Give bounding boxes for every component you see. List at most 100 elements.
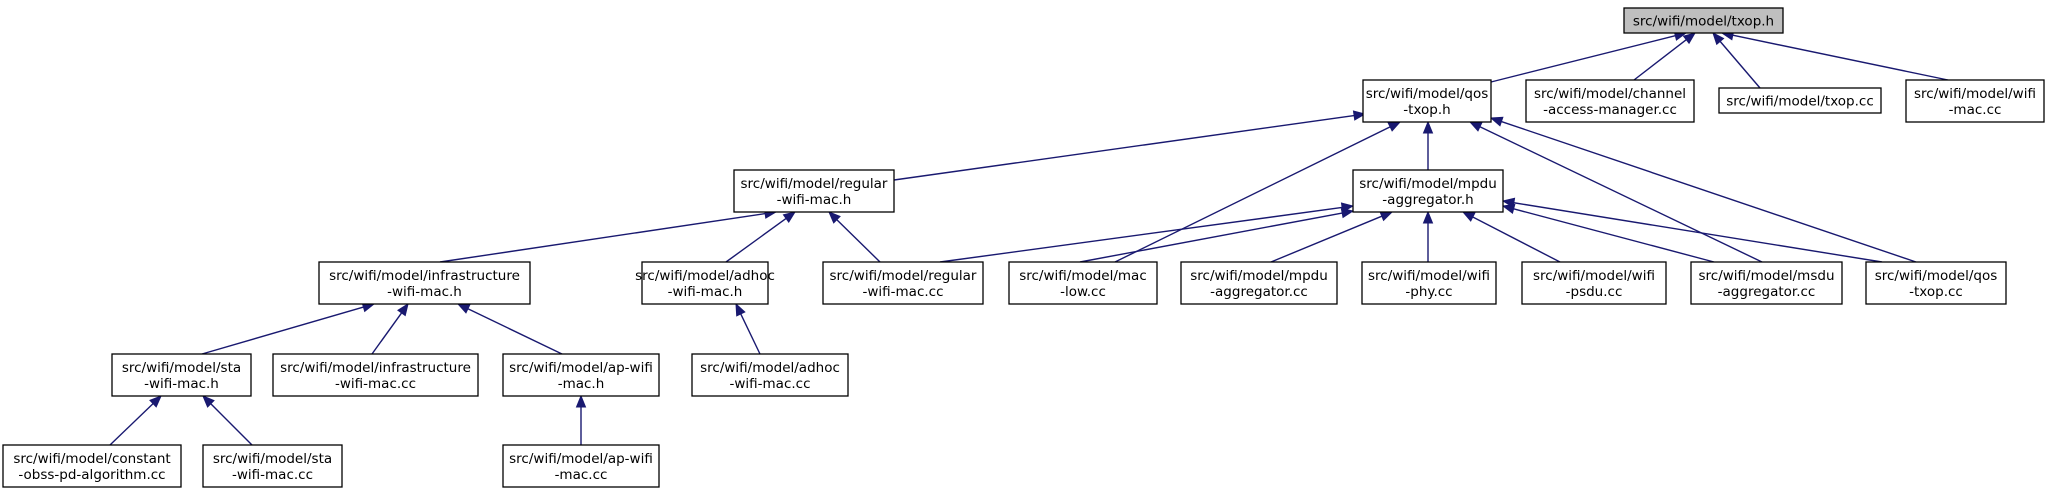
- node-label: src/wifi/model/ap-wifi: [509, 451, 653, 467]
- node-label: -wifi-mac.cc: [862, 284, 943, 300]
- node-box: [1352, 169, 1504, 213]
- node-txop-h[interactable]: src/wifi/model/txop.h: [1623, 7, 1784, 34]
- node-label: src/wifi/model/sta: [213, 451, 332, 467]
- edge-line: [439, 212, 766, 263]
- node-ap-h[interactable]: src/wifi/model/ap-wifi-mac.h: [502, 353, 660, 397]
- edge-sta_h-to-infra_h: [201, 302, 376, 355]
- edge-infra_h-to-regular_h: [439, 208, 778, 263]
- node-label: src/wifi/model/adhoc: [700, 360, 840, 376]
- node-box: [1690, 261, 1843, 305]
- node-wifi-mac-cc[interactable]: src/wifi/model/wifi-mac.cc: [1905, 79, 2045, 123]
- edge-line: [1114, 126, 1391, 263]
- edge-cobss_cc-to-sta_h: [109, 395, 162, 446]
- node-infra-cc[interactable]: src/wifi/model/infrastructure-wifi-mac.c…: [272, 353, 479, 397]
- node-sta-h[interactable]: src/wifi/model/sta-wifi-mac.h: [111, 353, 252, 397]
- node-label: src/wifi/model/channel: [1534, 86, 1686, 102]
- arrowhead-icon: [1501, 197, 1516, 209]
- node-qos-txop-cc[interactable]: src/wifi/model/qos-txop.cc: [1865, 261, 2007, 305]
- edge-line: [1719, 40, 1761, 89]
- node-box: [1718, 87, 1882, 114]
- node-label: -wifi-mac.cc: [729, 376, 810, 392]
- arrowhead-icon: [828, 211, 841, 224]
- edge-line: [371, 312, 403, 355]
- node-label: -txop.h: [1403, 102, 1450, 118]
- node-mpdu-agg-h[interactable]: src/wifi/model/mpdu-aggregator.h: [1352, 169, 1504, 213]
- edge-line: [1270, 215, 1383, 263]
- arrowhead-icon: [397, 302, 409, 317]
- node-mpdu-agg-cc[interactable]: src/wifi/model/mpdu-aggregator.cc: [1180, 261, 1338, 305]
- node-label: src/wifi/model/constant: [13, 451, 170, 467]
- node-box: [1521, 261, 1667, 305]
- node-box: [111, 353, 252, 397]
- node-label: -wifi-mac.h: [668, 284, 743, 300]
- edge-cam_cc-to-txop_h: [1633, 32, 1697, 81]
- node-label: -low.cc: [1060, 284, 1106, 300]
- arrowhead-icon: [1489, 116, 1504, 127]
- node-label: -wifi-mac.h: [144, 376, 219, 392]
- node-sta-cc[interactable]: src/wifi/model/sta-wifi-mac.cc: [202, 444, 343, 488]
- arrowhead-icon: [1461, 211, 1476, 222]
- arrowhead-icon: [1340, 207, 1355, 219]
- node-label: -wifi-mac.h: [387, 284, 462, 300]
- node-box: [641, 261, 769, 305]
- edge-line: [210, 403, 253, 446]
- edge-line: [1501, 120, 1917, 263]
- edge-wifi_psdu_cc-to-mpdu_agg_h: [1461, 211, 1561, 263]
- node-box: [1623, 7, 1784, 34]
- edge-line: [1513, 202, 1883, 263]
- edge-line: [109, 403, 154, 446]
- edge-qos_txop_h-to-txop_h: [1490, 30, 1688, 83]
- edge-ap_cc-to-ap_h: [575, 394, 587, 445]
- node-label: -mac.cc: [555, 467, 608, 483]
- arrowhead-icon: [202, 395, 215, 408]
- node-box: [822, 261, 984, 305]
- arrowhead-icon: [1422, 120, 1434, 134]
- node-qos-txop-h[interactable]: src/wifi/model/qos-txop.h: [1362, 79, 1492, 123]
- arrowhead-icon: [1468, 121, 1483, 132]
- nodes-layer: src/wifi/model/txop.hsrc/wifi/model/qos-…: [2, 7, 2045, 488]
- node-box: [733, 169, 895, 213]
- node-regular-cc[interactable]: src/wifi/model/regular-wifi-mac.cc: [822, 261, 984, 305]
- edge-infra_cc-to-infra_h: [371, 302, 409, 355]
- node-box: [1905, 79, 2045, 123]
- node-infra-h[interactable]: src/wifi/model/infrastructure-wifi-mac.h: [318, 261, 531, 305]
- node-wifi-phy-cc[interactable]: src/wifi/model/wifi-phy.cc: [1361, 261, 1497, 305]
- node-label: src/wifi/model/qos: [1875, 268, 1998, 284]
- node-regular-h[interactable]: src/wifi/model/regular-wifi-mac.h: [733, 169, 895, 213]
- edge-line: [740, 313, 761, 355]
- node-mac-low-cc[interactable]: src/wifi/model/mac-low.cc: [1008, 261, 1158, 305]
- edge-line: [1472, 216, 1561, 263]
- arrowhead-icon: [456, 303, 471, 314]
- node-label: src/wifi/model/wifi: [1533, 268, 1655, 284]
- node-adhoc-h[interactable]: src/wifi/model/adhoc-wifi-mac.h: [635, 261, 775, 305]
- node-box: [502, 444, 660, 488]
- edge-ap_h-to-infra_h: [456, 303, 563, 355]
- node-label: src/wifi/model/mpdu: [1190, 268, 1328, 284]
- node-box: [691, 353, 849, 397]
- node-label: src/wifi/model/msdu: [1699, 268, 1835, 284]
- node-label: -psdu.cc: [1566, 284, 1623, 300]
- arrowhead-icon: [735, 302, 746, 317]
- node-label: src/wifi/model/qos: [1366, 86, 1489, 102]
- edge-txop_cc-to-txop_h: [1712, 31, 1761, 89]
- node-adhoc-cc[interactable]: src/wifi/model/adhoc-wifi-mac.cc: [691, 353, 849, 397]
- node-msdu-agg-cc[interactable]: src/wifi/model/msdu-aggregator.cc: [1690, 261, 1843, 305]
- node-label: -aggregator.cc: [1210, 284, 1308, 300]
- node-cam-cc[interactable]: src/wifi/model/channel-access-manager.cc: [1525, 79, 1695, 123]
- node-cobss-cc[interactable]: src/wifi/model/constant-obss-pd-algorith…: [2, 444, 182, 488]
- arrowhead-icon: [1712, 31, 1725, 46]
- edge-mpdu_agg_h-to-qos_txop_h: [1422, 120, 1434, 170]
- node-box: [318, 261, 531, 305]
- edge-line: [1079, 212, 1343, 263]
- edge-line: [1479, 126, 1763, 263]
- edge-line: [893, 114, 1355, 181]
- edge-qos_txop_cc-to-mpdu_agg_h: [1501, 197, 1883, 263]
- node-txop-cc[interactable]: src/wifi/model/txop.cc: [1718, 87, 1882, 114]
- node-wifi-psdu-cc[interactable]: src/wifi/model/wifi-psdu.cc: [1521, 261, 1667, 305]
- arrowhead-icon: [1387, 121, 1402, 132]
- edge-adhoc_h-to-regular_h: [725, 211, 797, 263]
- node-label: -access-manager.cc: [1543, 102, 1677, 118]
- node-label: src/wifi/model/regular: [830, 268, 977, 284]
- node-label: src/wifi/model/txop.cc: [1726, 94, 1874, 110]
- node-ap-cc[interactable]: src/wifi/model/ap-wifi-mac.cc: [502, 444, 660, 488]
